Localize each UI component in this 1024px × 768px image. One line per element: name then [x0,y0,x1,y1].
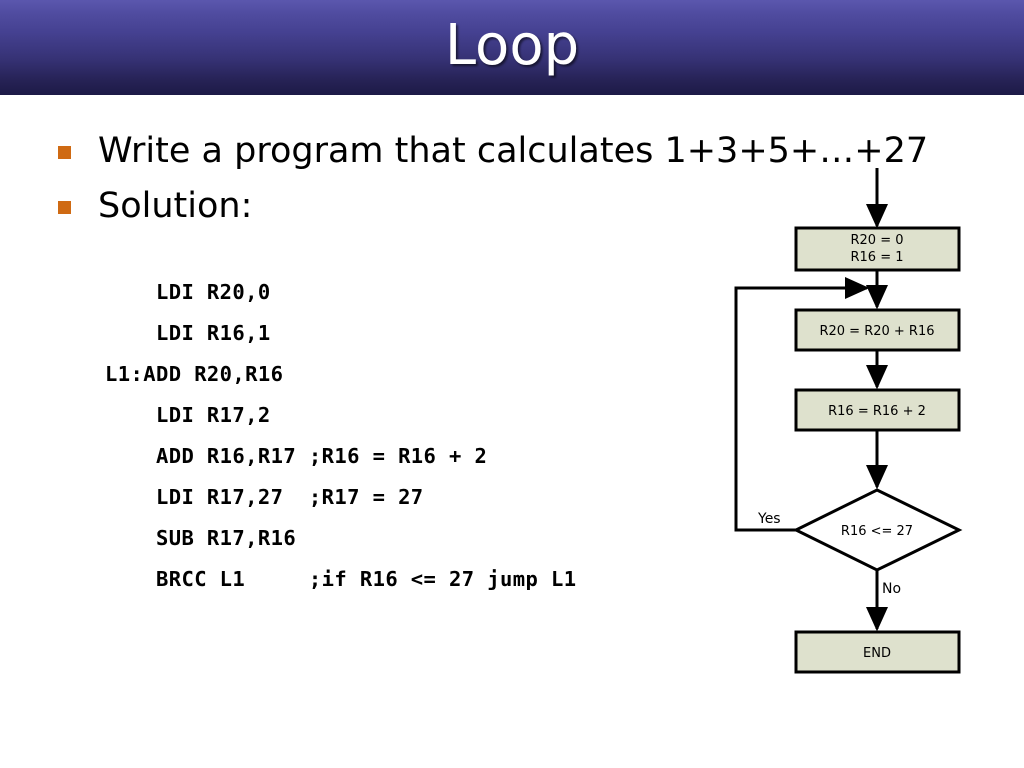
square-bullet-icon [58,146,71,159]
flow-node-init-line1: R20 = 0 [850,233,903,248]
flow-edge-loop-back [734,276,870,532]
bullet-item-1: Solution: [58,183,252,229]
flow-node-accumulate [794,308,961,352]
slide-title-bar: Loop [0,0,1024,95]
code-line: L1:ADD R20,R16 [105,362,284,386]
code-line: BRCC L1 ;if R16 <= 27 jump L1 [105,567,577,591]
flow-edge-label-yes: Yes [757,511,781,527]
flow-node-increment-label: R16 = R16 + 2 [828,404,926,419]
flow-node-end-label: END [863,646,891,661]
bullet-item-0: Write a program that calculates 1+3+5+…+… [58,128,928,174]
flow-edge-label-no: No [882,581,901,597]
code-line: LDI R17,27 ;R17 = 27 [105,485,424,509]
code-line: LDI R17,2 [105,403,271,427]
page-title: Loop [444,13,580,78]
flow-node-condition-label: R16 <= 27 [841,524,913,539]
code-line: LDI R20,0 [105,280,271,304]
bullet-item-1-label: Solution: [98,186,253,226]
code-line: LDI R16,1 [105,321,271,345]
flow-node-init-line2: R16 = 1 [850,250,903,265]
loop-flowchart: R20 = 0 R16 = 1 R20 = R20 + R16 R16 = R1… [700,150,1024,710]
square-bullet-icon [58,201,71,214]
code-line: SUB R17,R16 [105,526,297,550]
bullet-item-0-label: Write a program that calculates 1+3+5+…+… [98,131,929,171]
flow-node-end [794,630,961,674]
flow-node-accumulate-label: R20 = R20 + R16 [819,324,934,339]
code-line: ADD R16,R17 ;R16 = R16 + 2 [105,444,488,468]
assembly-code-block: LDI R20,0 LDI R16,1 L1:ADD R20,R16 LDI R… [105,272,576,600]
